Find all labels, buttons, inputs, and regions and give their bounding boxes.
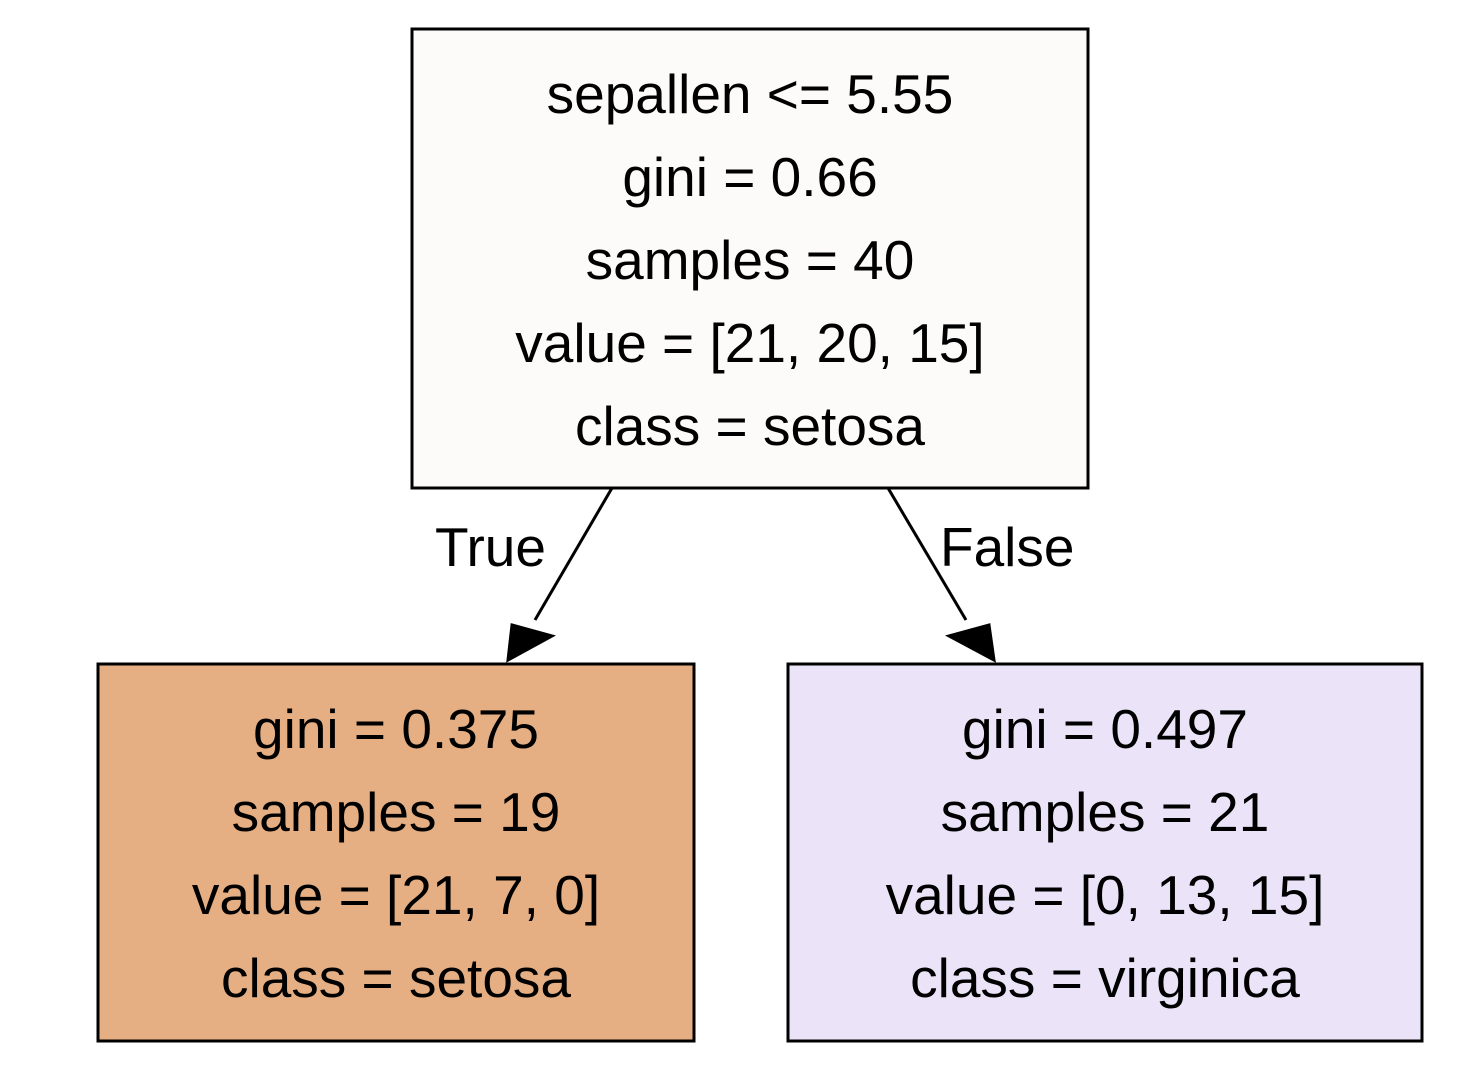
left-leaf-gini: gini = 0.375	[253, 698, 539, 760]
left-leaf-value: value = [21, 7, 0]	[192, 864, 600, 926]
true-edge-line	[533, 487, 614, 621]
root-samples: samples = 40	[586, 229, 915, 291]
true-edge-label: True	[435, 516, 546, 578]
false-edge-label: False	[940, 516, 1075, 578]
right-leaf-gini: gini = 0.497	[962, 698, 1248, 760]
true-edge: True	[435, 487, 614, 663]
false-edge: False	[886, 487, 1075, 663]
right-leaf-class: class = virginica	[910, 947, 1300, 1009]
root-gini: gini = 0.66	[622, 146, 877, 208]
right-leaf-node: gini = 0.497 samples = 21 value = [0, 13…	[786, 662, 1424, 1043]
left-leaf-samples: samples = 19	[232, 781, 561, 843]
right-leaf-samples: samples = 21	[941, 781, 1270, 843]
left-leaf-class: class = setosa	[221, 947, 571, 1009]
left-leaf-box	[96, 662, 696, 1043]
root-node: sepallen <= 5.55 gini = 0.66 samples = 4…	[410, 27, 1090, 490]
root-split-condition: sepallen <= 5.55	[547, 63, 954, 125]
false-edge-arrowhead	[944, 623, 996, 663]
root-node-box	[410, 27, 1090, 490]
right-leaf-value: value = [0, 13, 15]	[886, 864, 1325, 926]
true-edge-arrowhead	[506, 623, 556, 663]
root-class: class = setosa	[575, 395, 925, 457]
right-leaf-box	[786, 662, 1424, 1043]
root-value: value = [21, 20, 15]	[515, 312, 984, 374]
false-edge-line	[886, 487, 968, 621]
left-leaf-node: gini = 0.375 samples = 19 value = [21, 7…	[96, 662, 696, 1043]
